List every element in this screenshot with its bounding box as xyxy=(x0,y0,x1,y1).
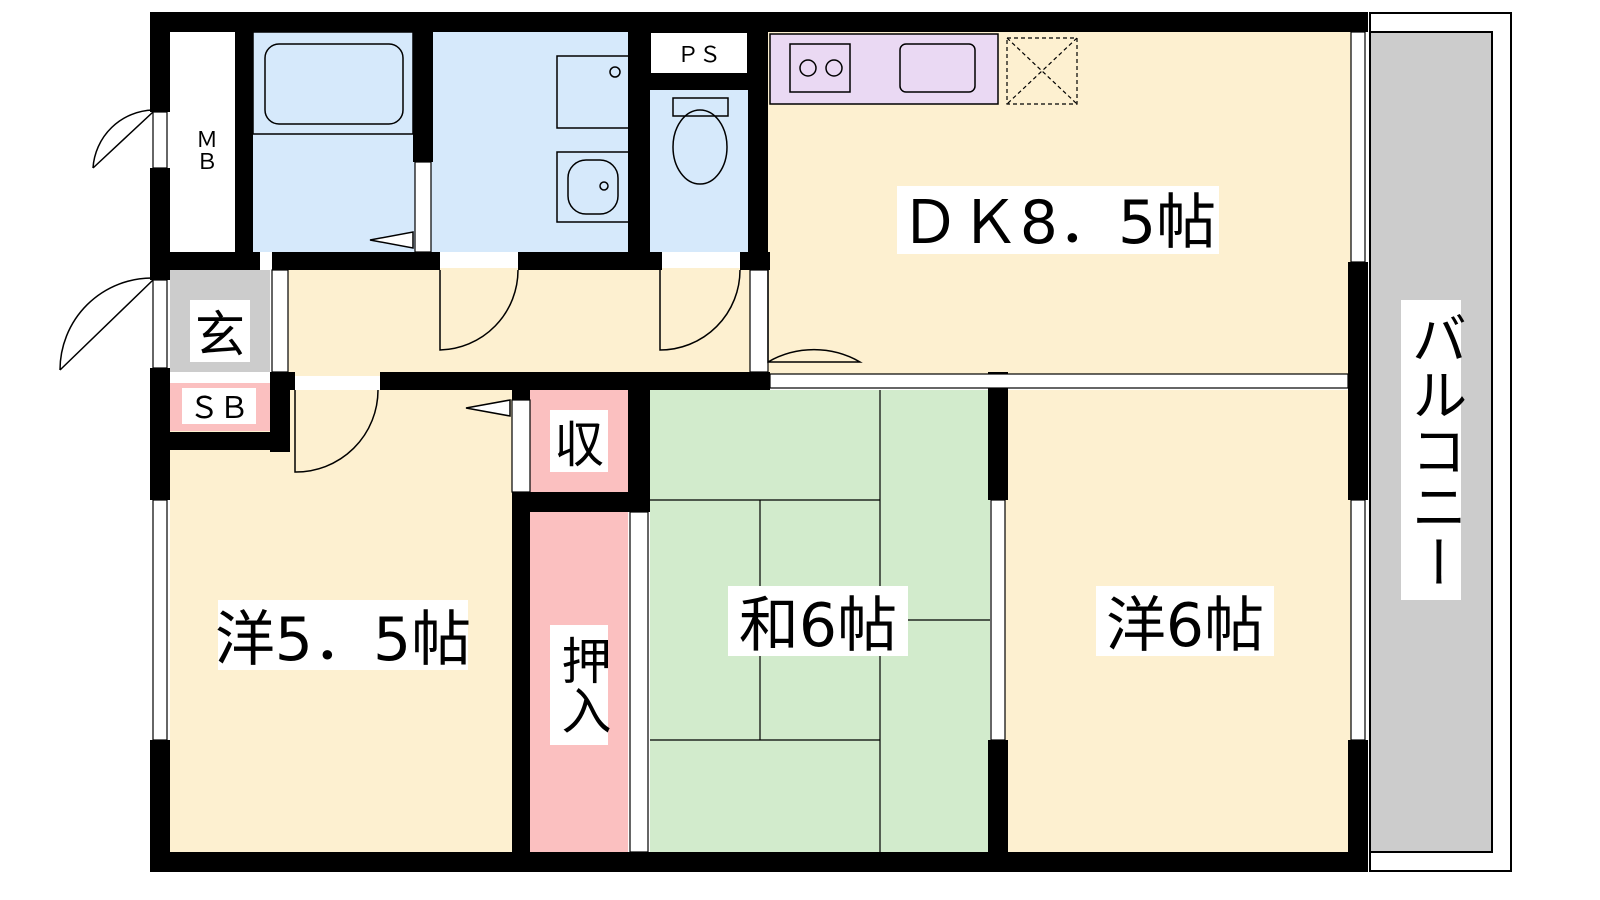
walls xyxy=(150,12,1368,872)
mb-floor xyxy=(170,32,235,252)
toilet-floor xyxy=(650,90,748,252)
ps-box xyxy=(649,31,749,75)
stove-icon xyxy=(789,43,851,93)
doors xyxy=(59,109,863,473)
hallway-floor xyxy=(280,268,758,376)
fridge-space xyxy=(1006,37,1078,105)
label-genkan: 玄 xyxy=(195,306,245,364)
room-labels: ＤＫ8．5帖 洋5．5帖 和6帖 洋6帖 バルコニー 玄 ＳＢ 収 押入 ＰＳ … xyxy=(182,43,1467,745)
label-shu: 収 xyxy=(554,416,604,474)
label-balcony: バルコニー xyxy=(1402,310,1467,590)
label-dk: ＤＫ8．5帖 xyxy=(900,188,1216,258)
label-oshiire: 押入 xyxy=(554,635,612,735)
toilet-icon xyxy=(672,109,728,185)
label-wa6: 和6帖 xyxy=(739,591,897,661)
label-yo55: 洋5．5帖 xyxy=(215,605,471,675)
windows xyxy=(152,31,1366,853)
sink-icon xyxy=(899,43,976,93)
bath-washroom-floor xyxy=(253,32,628,252)
label-yo6: 洋6帖 xyxy=(1106,591,1264,661)
label-ps: ＰＳ xyxy=(677,43,721,68)
label-sb: ＳＢ xyxy=(189,391,249,426)
label-mb: ＭＢ xyxy=(192,128,217,172)
